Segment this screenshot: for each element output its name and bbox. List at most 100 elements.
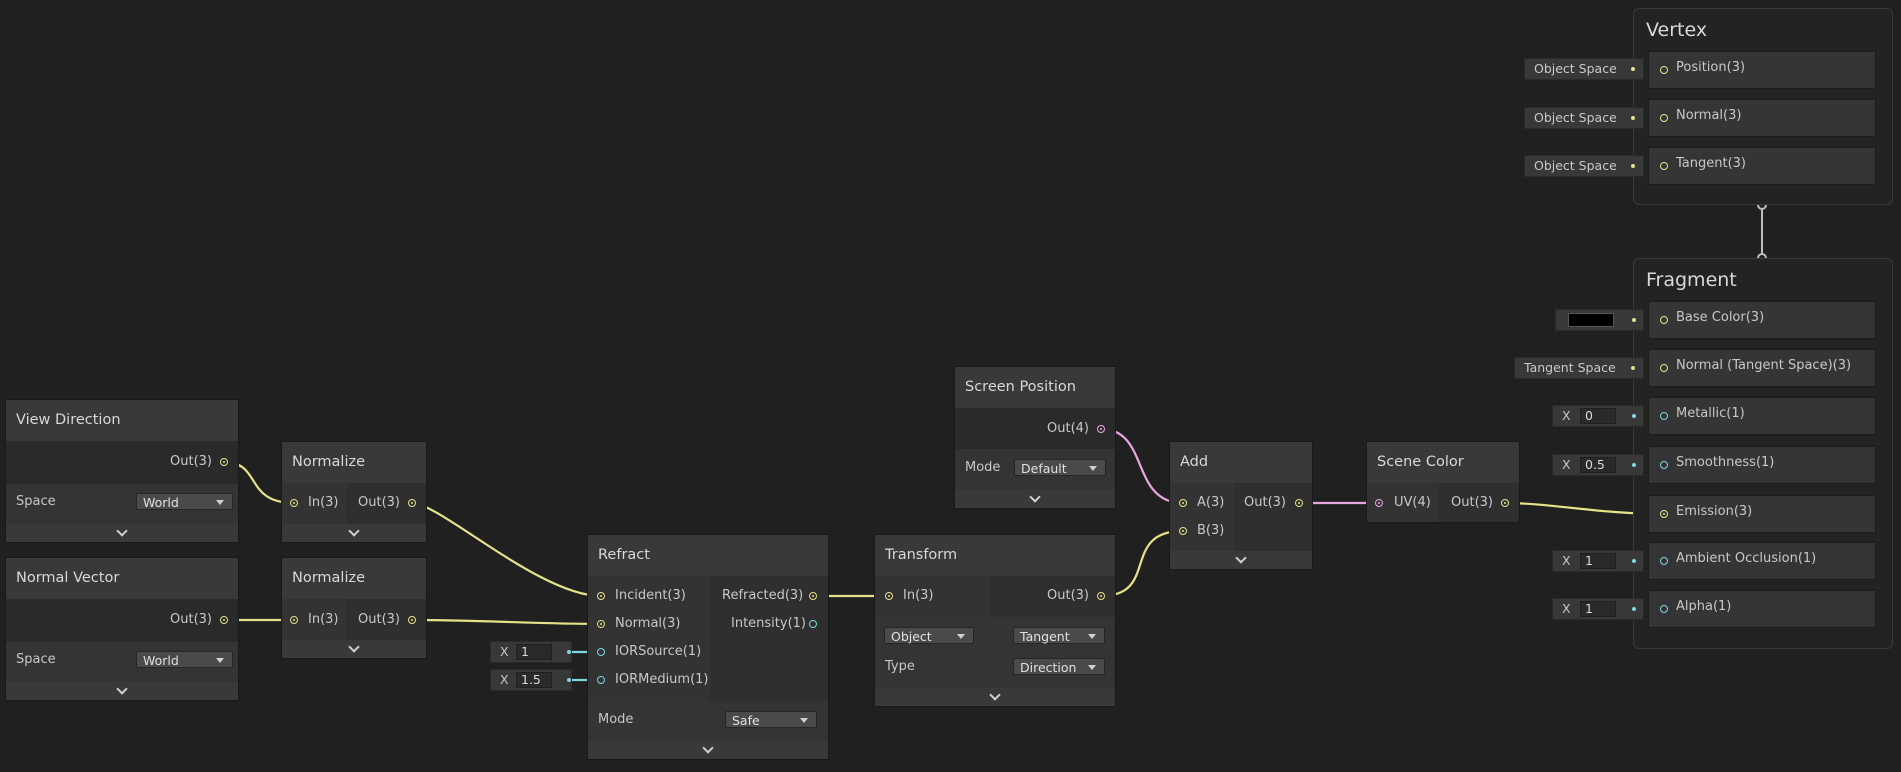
smoothness-input[interactable]: X 0.5 — [1552, 454, 1644, 476]
vertex-position-input[interactable]: Object Space — [1524, 58, 1644, 80]
ior-medium-input[interactable]: X 1.5 — [490, 669, 572, 691]
out-port[interactable] — [1295, 499, 1303, 507]
smoothness-slot[interactable]: Smoothness(1) — [1649, 447, 1875, 483]
out-port[interactable] — [220, 458, 228, 466]
expand-toggle[interactable] — [6, 682, 238, 700]
incident-in-port[interactable] — [597, 592, 605, 600]
slot-port[interactable] — [1660, 364, 1668, 372]
to-space-dropdown[interactable]: Tangent — [1013, 627, 1105, 644]
ambient-occlusion-input[interactable]: X 1 — [1552, 550, 1644, 572]
slot-label: Normal(3) — [1676, 108, 1742, 123]
intensity-out-port[interactable] — [809, 620, 817, 628]
connector-dot — [1632, 414, 1636, 418]
expand-toggle[interactable] — [282, 640, 426, 658]
alpha-input[interactable]: X 1 — [1552, 598, 1644, 620]
axis-label: X — [1562, 457, 1571, 472]
refract-node[interactable]: Refract Incident(3) Normal(3) IORSource(… — [588, 535, 828, 759]
a-in-port[interactable] — [1179, 499, 1187, 507]
ior-source-input[interactable]: X 1 — [490, 641, 572, 663]
ior-medium-in-port[interactable] — [597, 676, 605, 684]
slot-port[interactable] — [1660, 316, 1668, 324]
color-swatch[interactable] — [1568, 313, 1614, 327]
slot-port[interactable] — [1660, 412, 1668, 420]
expand-toggle[interactable] — [1170, 551, 1312, 569]
node-title: Transform — [875, 535, 1115, 576]
uv-in-port[interactable] — [1375, 499, 1383, 507]
transform-node[interactable]: Transform In(3) Out(3) Object Tangent Ty… — [875, 535, 1115, 706]
out-port-label: Out(3) — [170, 454, 212, 469]
slot-port[interactable] — [1660, 114, 1668, 122]
vertex-normal-slot[interactable]: Normal(3) — [1649, 100, 1875, 136]
node-title: Normalize — [282, 558, 426, 599]
scene-color-node[interactable]: Scene Color UV(4) Out(3) — [1367, 442, 1519, 522]
screen-position-node[interactable]: Screen Position Out(4) Mode Default — [955, 367, 1115, 508]
slot-port[interactable] — [1660, 461, 1668, 469]
vertex-position-slot[interactable]: Position(3) — [1649, 52, 1875, 88]
in-port[interactable] — [885, 592, 893, 600]
ports-area — [6, 441, 238, 484]
value-field[interactable]: 0.5 — [1580, 457, 1616, 473]
node-title: Screen Position — [955, 367, 1115, 408]
mode-dropdown[interactable]: Default — [1014, 459, 1106, 476]
slot-port[interactable] — [1660, 557, 1668, 565]
expand-toggle[interactable] — [6, 524, 238, 542]
type-dropdown[interactable]: Direction — [1013, 658, 1105, 675]
space-dropdown[interactable]: World — [136, 493, 233, 510]
metallic-input[interactable]: X 0 — [1552, 405, 1644, 427]
alpha-slot[interactable]: Alpha(1) — [1649, 591, 1875, 627]
wire-normalize-normal — [411, 618, 602, 626]
axis-label: X — [1562, 408, 1571, 423]
add-node[interactable]: Add A(3) B(3) Out(3) — [1170, 442, 1312, 569]
base-color-input[interactable] — [1555, 309, 1644, 331]
in-port-label: In(3) — [903, 588, 934, 603]
out-port[interactable] — [1097, 592, 1105, 600]
out-port-label: Out(3) — [1047, 588, 1089, 603]
connector-dot — [567, 650, 571, 654]
out-port-label: Out(3) — [170, 612, 212, 627]
in-port[interactable] — [290, 499, 298, 507]
out-port[interactable] — [1501, 499, 1509, 507]
normalize-node[interactable]: Normalize In(3) Out(3) — [282, 442, 426, 542]
in-port[interactable] — [290, 616, 298, 624]
normalize-node[interactable]: Normalize In(3) Out(3) — [282, 558, 426, 658]
mode-dropdown[interactable]: Safe — [725, 711, 817, 728]
ior-medium-label: IORMedium(1) — [615, 672, 709, 687]
out-port[interactable] — [408, 616, 416, 624]
value-field[interactable]: 1 — [1580, 553, 1616, 569]
refracted-out-port[interactable] — [809, 592, 817, 600]
type-label: Type — [885, 659, 915, 674]
vertex-normal-input[interactable]: Object Space — [1524, 107, 1644, 129]
out-port[interactable] — [1097, 425, 1105, 433]
slot-port[interactable] — [1660, 66, 1668, 74]
emission-slot[interactable]: Emission(3) — [1649, 496, 1875, 532]
expand-toggle[interactable] — [282, 524, 426, 542]
expand-toggle[interactable] — [955, 490, 1115, 508]
normal-tangent-input[interactable]: Tangent Space — [1514, 357, 1644, 379]
out-port[interactable] — [220, 616, 228, 624]
ambient-occlusion-slot[interactable]: Ambient Occlusion(1) — [1649, 543, 1875, 579]
base-color-slot[interactable]: Base Color(3) — [1649, 302, 1875, 338]
metallic-slot[interactable]: Metallic(1) — [1649, 398, 1875, 434]
value-field[interactable]: 0 — [1580, 408, 1616, 424]
space-dropdown[interactable]: World — [136, 651, 233, 668]
connector-dot — [567, 678, 571, 682]
vertex-tangent-slot[interactable]: Tangent(3) — [1649, 148, 1875, 184]
normal-tangent-slot[interactable]: Normal (Tangent Space)(3) — [1649, 350, 1875, 386]
slot-port[interactable] — [1660, 162, 1668, 170]
value-field[interactable]: 1 — [1580, 601, 1616, 617]
from-space-dropdown[interactable]: Object — [884, 627, 974, 644]
vertex-tangent-input[interactable]: Object Space — [1524, 155, 1644, 177]
view-direction-node[interactable]: View Direction Out(3) Space World — [6, 400, 238, 542]
expand-toggle[interactable] — [875, 688, 1115, 706]
b-in-port[interactable] — [1179, 527, 1187, 535]
slot-port[interactable] — [1660, 605, 1668, 613]
normal-vector-node[interactable]: Normal Vector Out(3) Space World — [6, 558, 238, 700]
ior-source-in-port[interactable] — [597, 648, 605, 656]
value-field[interactable]: 1 — [516, 644, 552, 660]
value-field[interactable]: 1.5 — [516, 672, 552, 688]
normal-in-port[interactable] — [597, 620, 605, 628]
slot-port[interactable] — [1660, 510, 1668, 518]
out-port[interactable] — [408, 499, 416, 507]
expand-toggle[interactable] — [588, 741, 828, 759]
